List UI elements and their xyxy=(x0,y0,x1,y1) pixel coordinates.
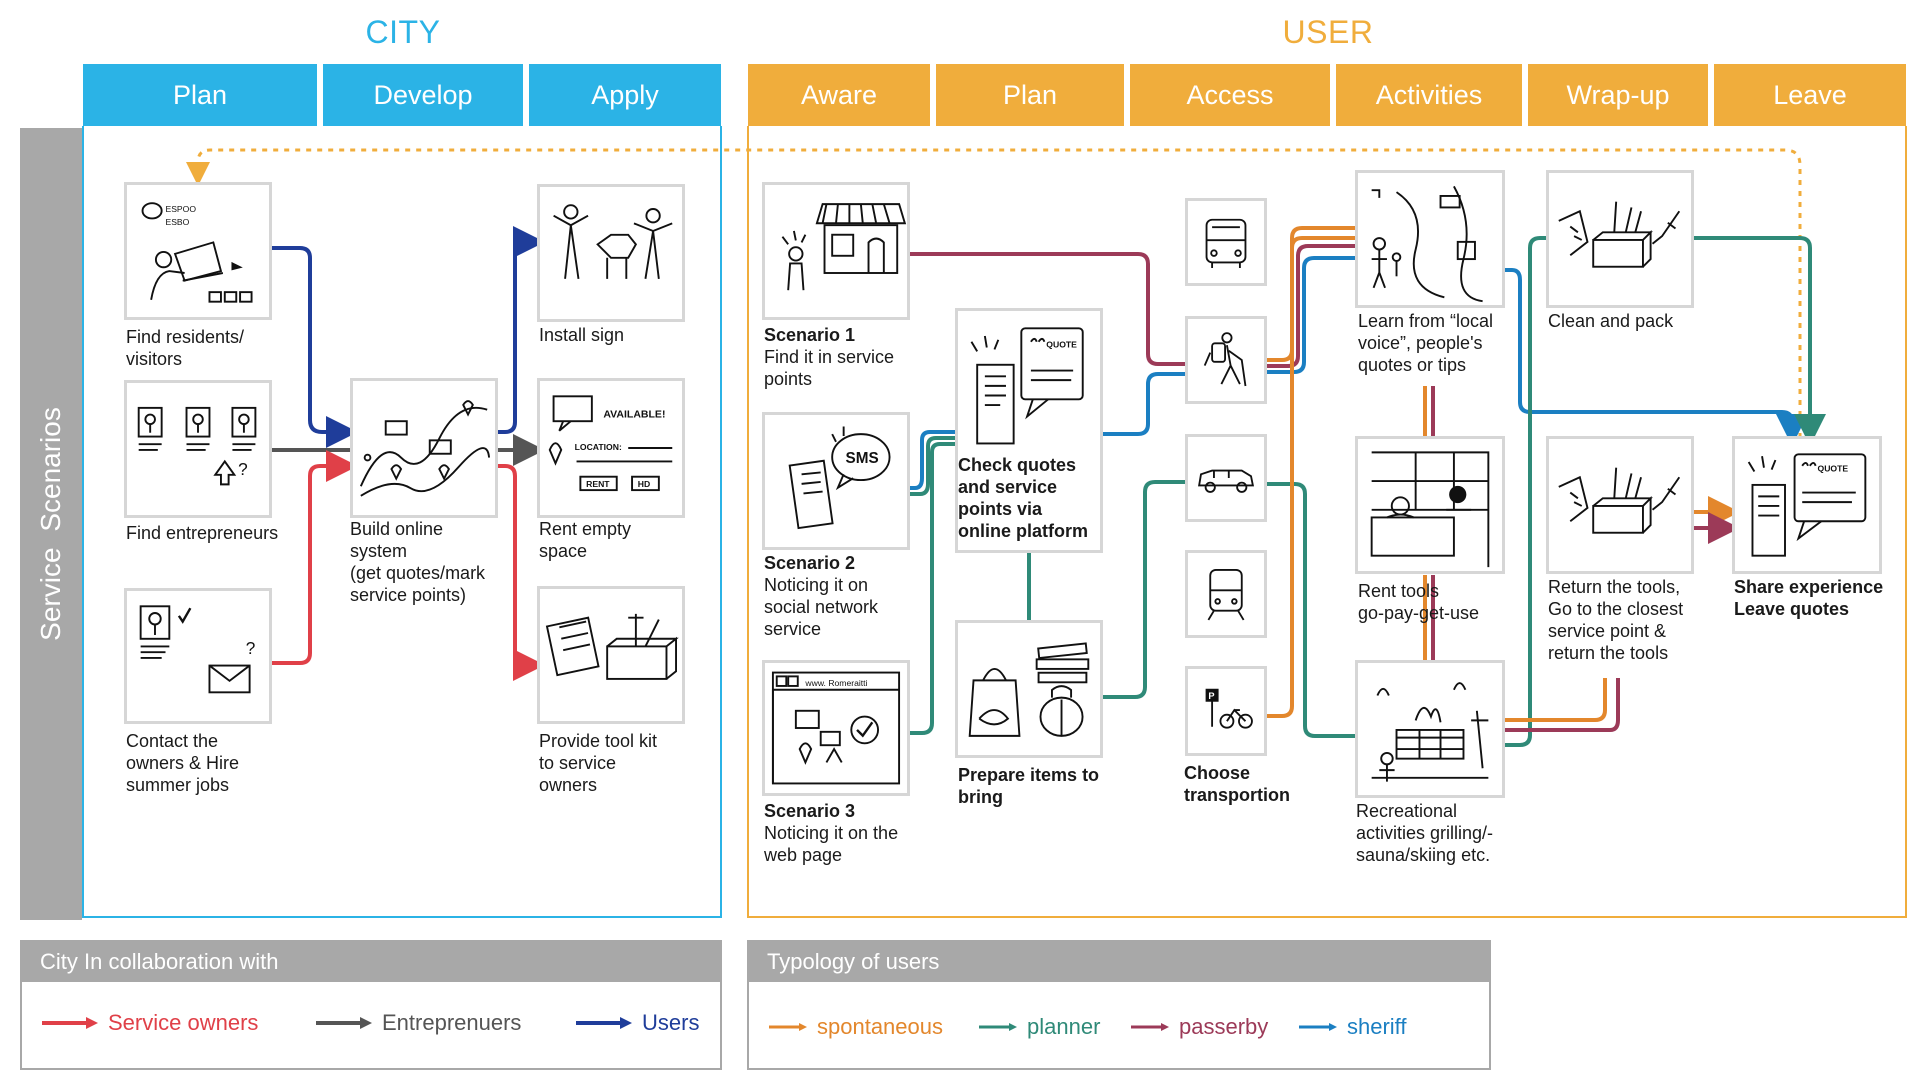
scenario3-title: Scenario 3 xyxy=(764,801,856,821)
provide-toolkit-sketch xyxy=(537,586,685,724)
user-legend-title: Typology of users xyxy=(749,942,1489,982)
legend-entrepreneurs: Entreprenuers xyxy=(314,1010,521,1036)
return-tools-caption: Return the tools, Go to the closest serv… xyxy=(1548,577,1684,663)
svg-text:?: ? xyxy=(246,638,256,658)
prepare-items-sketch xyxy=(955,620,1103,758)
install-sign-caption: Install sign xyxy=(539,325,625,345)
rent-tools-sketch xyxy=(1355,436,1505,574)
build-system-caption: Build online system (get quotes/mark ser… xyxy=(350,519,486,605)
find-entrepreneurs-sketch: ? xyxy=(124,380,272,518)
city-phase-develop: Develop xyxy=(323,64,523,126)
recreational-sketch xyxy=(1355,660,1505,798)
learn-local-sketch xyxy=(1355,170,1505,308)
city-phase-apply: Apply xyxy=(529,64,721,126)
city-legend: City In collaboration with Service owner… xyxy=(20,940,722,1070)
provide-toolkit-caption: Provide tool kit to service owners xyxy=(539,731,658,795)
car-sketch xyxy=(1185,434,1267,522)
clean-pack-sketch xyxy=(1546,170,1694,308)
location-text: LOCATION: xyxy=(575,442,622,452)
rent-tools-caption: Rent tools go-pay-get-use xyxy=(1358,581,1480,623)
red-arrow-icon xyxy=(42,1017,98,1029)
prepare-items-caption: Prepare items to bring xyxy=(958,765,1100,807)
user-phase-wrapup: Wrap-up xyxy=(1528,64,1708,126)
clean-pack-caption: Clean and pack xyxy=(1548,311,1674,331)
spontaneous-arrow-icon xyxy=(769,1023,807,1031)
passerby-arrow-icon xyxy=(1131,1023,1169,1031)
available-text: AVAILABLE! xyxy=(603,408,665,420)
check-quotes-sketch: QUOTE xyxy=(955,308,1103,553)
bus-sketch xyxy=(1185,198,1267,286)
quote-text-1: QUOTE xyxy=(1046,340,1077,350)
user-typology-legend: Typology of users spontaneous planner pa… xyxy=(747,940,1491,1070)
legend-planner: planner xyxy=(977,1014,1100,1040)
rent-space-sketch: AVAILABLE! LOCATION: RENT HD xyxy=(537,378,685,518)
parking-bike-sketch: P xyxy=(1185,666,1267,756)
choose-transport-caption: Choose transportion xyxy=(1184,763,1290,805)
city-legend-title: City In collaboration with xyxy=(22,942,720,982)
navy-arrow-icon xyxy=(576,1017,632,1029)
hiker-sketch xyxy=(1185,316,1267,404)
user-phase-aware: Aware xyxy=(748,64,930,126)
web-url-text: www. Romeraitti xyxy=(804,678,867,688)
scenario3-caption: Noticing it on the web page xyxy=(764,823,899,865)
gray-arrow-icon xyxy=(316,1017,372,1029)
hd-text: HD xyxy=(638,479,650,489)
user-phase-plan: Plan xyxy=(936,64,1124,126)
user-phase-activities: Activities xyxy=(1336,64,1522,126)
contact-owners-sketch: ? xyxy=(124,588,272,724)
user-phase-access: Access xyxy=(1130,64,1330,126)
scenario1-title: Scenario 1 xyxy=(764,325,856,345)
user-phase-leave: Leave xyxy=(1714,64,1906,126)
esbo-text: ESBO xyxy=(165,217,189,227)
build-system-sketch xyxy=(350,378,498,518)
city-phase-plan: Plan xyxy=(83,64,317,126)
contact-owners-caption: Contact the owners & Hire summer jobs xyxy=(126,731,240,795)
check-quotes-caption: Check quotes and service points via onli… xyxy=(958,455,1088,541)
city-title: CITY xyxy=(365,14,441,50)
user-title: USER xyxy=(1282,14,1374,50)
scenario2-sms-sketch: SMS xyxy=(762,412,910,550)
svg-text:P: P xyxy=(1208,691,1214,701)
share-experience-caption: Share experience Leave quotes xyxy=(1734,577,1884,619)
scenario1-shop-sketch xyxy=(762,182,910,320)
legend-users: Users xyxy=(574,1010,699,1036)
legend-sheriff: sheriff xyxy=(1297,1014,1407,1040)
share-experience-sketch: QUOTE xyxy=(1732,436,1882,574)
sheriff-arrow-icon xyxy=(1299,1023,1337,1031)
train-sketch xyxy=(1185,550,1267,638)
quote-text-2: QUOTE xyxy=(1818,464,1849,474)
find-residents-caption: Find residents/ visitors xyxy=(126,327,245,369)
legend-spontaneous: spontaneous xyxy=(767,1014,943,1040)
install-sign-sketch xyxy=(537,184,685,322)
espoo-text: ESPOO xyxy=(165,204,196,214)
scenario2-title: Scenario 2 xyxy=(764,553,856,573)
service-scenarios-sidebar xyxy=(20,128,82,920)
scenario3-web-sketch: www. Romeraitti xyxy=(762,660,910,796)
scenario2-caption: Noticing it on social network service xyxy=(764,575,879,639)
rent-text: RENT xyxy=(586,479,610,489)
city-panel xyxy=(82,126,722,918)
find-residents-sketch: ESPOO ESBO xyxy=(124,182,272,320)
recreational-caption: Recreational activities grilling/- sauna… xyxy=(1356,801,1494,865)
svg-text:?: ? xyxy=(238,459,248,479)
user-panel xyxy=(747,126,1907,918)
legend-service-owners: Service owners xyxy=(40,1010,258,1036)
sms-text: SMS xyxy=(846,450,879,467)
planner-arrow-icon xyxy=(979,1023,1017,1031)
return-tools-sketch xyxy=(1546,436,1694,574)
scenario1-caption: Find it in service points xyxy=(764,347,895,389)
learn-local-caption: Learn from “local voice”, people's quote… xyxy=(1358,311,1494,375)
legend-passerby: passerby xyxy=(1129,1014,1268,1040)
rent-space-caption: Rent empty space xyxy=(539,519,632,561)
find-entrepreneurs-caption: Find entrepreneurs xyxy=(126,523,279,543)
